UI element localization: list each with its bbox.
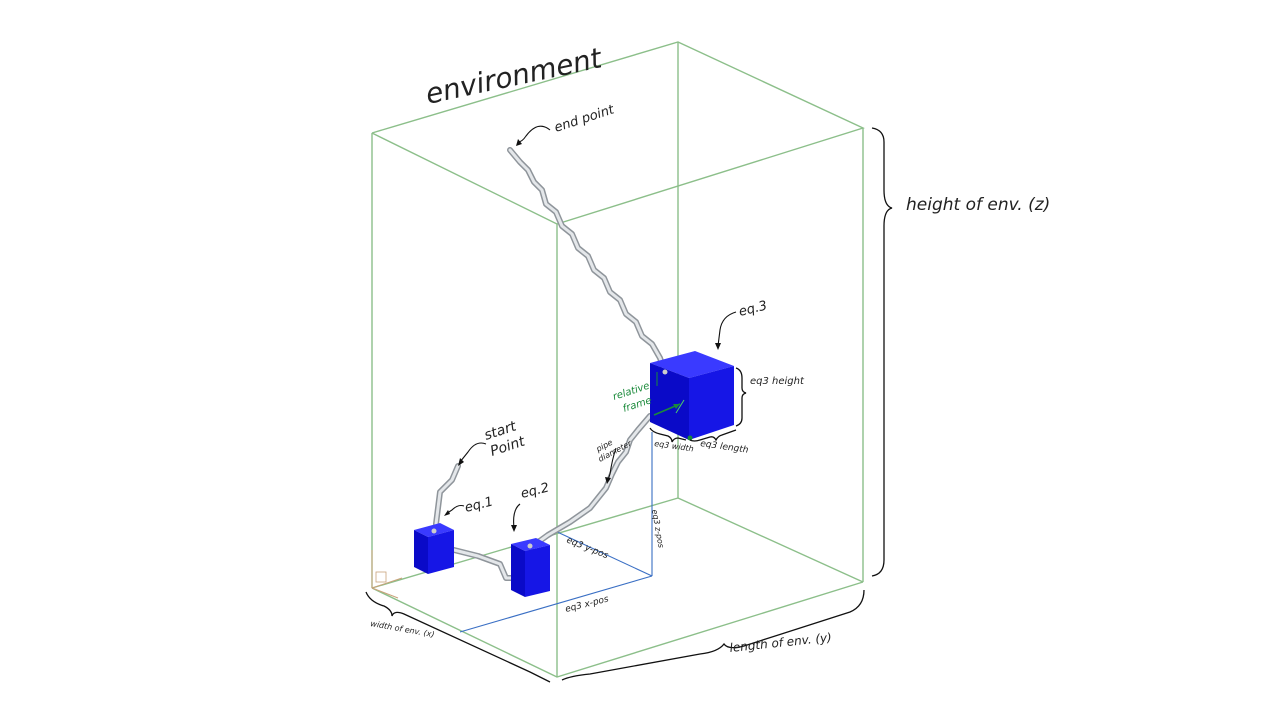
equipment-2 — [511, 538, 550, 597]
pipe-eq2-to-eq3 — [527, 413, 653, 551]
pipe-start-to-eq1 — [433, 463, 461, 527]
eq3-length-brace — [689, 429, 737, 442]
eq3-height-label: eq3 height — [750, 376, 805, 387]
eq3-label: eq.3 — [737, 298, 768, 319]
relative-frame-axes — [653, 372, 693, 441]
height-of-env-label: height of env. (z) — [906, 195, 1050, 215]
environment-label: environment — [423, 41, 606, 111]
eq1-label: eq.1 — [463, 494, 494, 515]
eq3-y-pos-label: eq3 y-pos — [565, 536, 610, 562]
eq3-length-label: eq3 length — [700, 439, 750, 456]
equipment-1 — [414, 523, 454, 574]
eq3-height-brace — [735, 367, 747, 427]
end-point-label: end point — [553, 102, 617, 136]
pipe-eq3-to-end — [507, 147, 667, 373]
eq3-x-pos-label: eq3 x-pos — [564, 594, 610, 614]
equipment-3 — [650, 351, 734, 440]
eq2-label: eq.2 — [519, 480, 550, 501]
width-of-env-label: width of env. (x) — [370, 619, 436, 639]
position-lines — [459, 432, 653, 633]
height-brace — [871, 127, 893, 577]
environment-box — [371, 41, 865, 678]
origin-axes — [371, 550, 403, 599]
width-brace — [365, 591, 551, 683]
eq3-width-label: eq3 width — [654, 439, 695, 453]
annotation-arrows — [444, 125, 737, 532]
length-brace — [561, 589, 865, 681]
eq3-width-brace — [649, 427, 687, 443]
pipe-eq1-to-eq2 — [451, 547, 521, 581]
